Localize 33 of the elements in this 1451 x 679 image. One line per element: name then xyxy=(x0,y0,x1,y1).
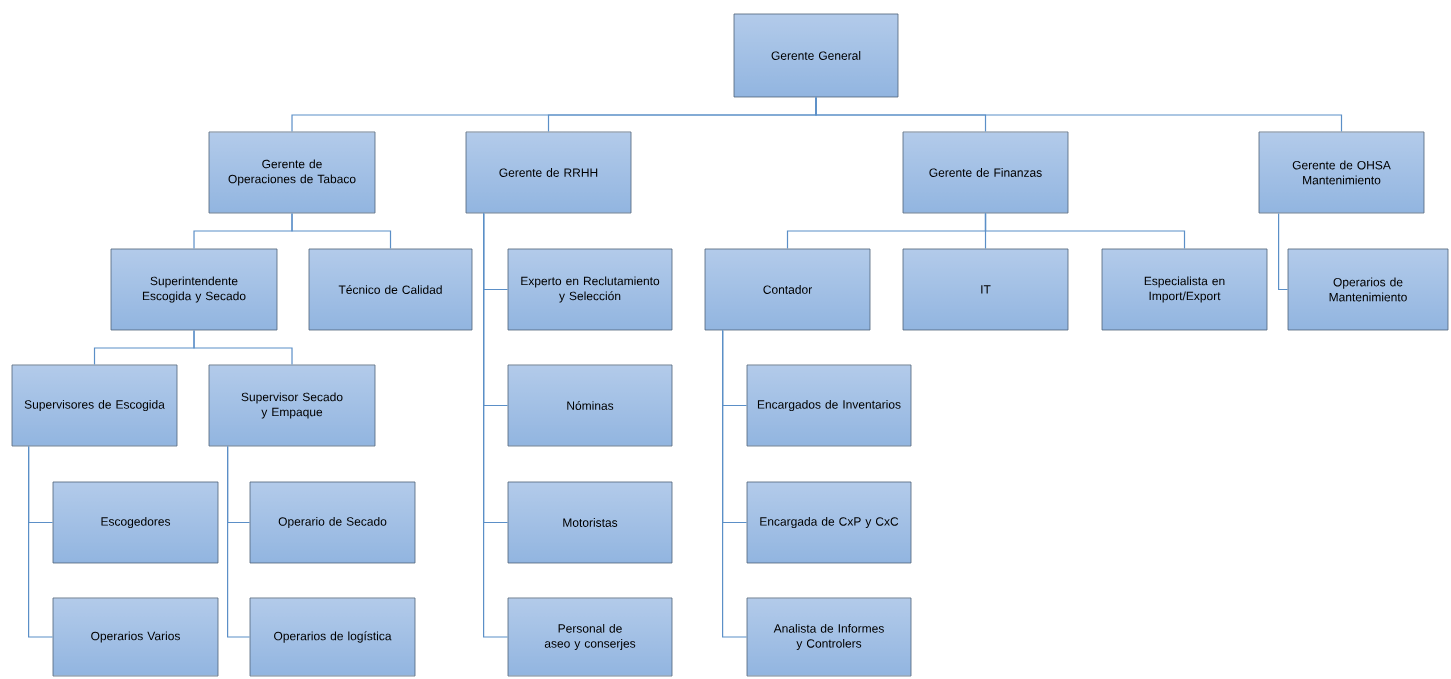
connector-line xyxy=(722,329,748,638)
connector-line xyxy=(291,212,392,250)
org-box: Gerente de Operaciones de Tabaco xyxy=(208,131,376,214)
org-box: Gerente de OHSA Mantenimiento xyxy=(1258,131,1425,214)
org-box: Encargados de Inventarios xyxy=(746,364,912,447)
org-box: Escogedores xyxy=(52,481,219,564)
connector-line xyxy=(815,96,1343,133)
connector-line xyxy=(193,329,293,366)
org-box: Nóminas xyxy=(507,364,673,447)
org-box: Gerente de RRHH xyxy=(465,131,632,214)
org-box: Personal de aseo y conserjes xyxy=(507,597,673,677)
connector-line xyxy=(1278,212,1289,291)
org-box: Operarios de logística xyxy=(249,597,416,677)
org-box: Supervisor Secado y Empaque xyxy=(208,364,376,447)
org-box: Especialista en Import/Export xyxy=(1101,248,1268,331)
org-box: Analista de Informes y Controlers xyxy=(746,597,912,677)
connector-line xyxy=(483,212,509,638)
org-box: Gerente General xyxy=(733,13,899,98)
org-box: Supervisores de Escogida xyxy=(11,364,178,447)
org-box: Técnico de Calidad xyxy=(308,248,473,331)
org-box: Operarios de Mantenimiento xyxy=(1287,248,1449,331)
org-box: Encargada de CxP y CxC xyxy=(746,481,912,564)
org-box: Experto en Reclutamiento y Selección xyxy=(507,248,673,331)
connector-line xyxy=(984,212,1186,250)
connector-line xyxy=(28,445,54,638)
org-box: Superintendente Escogida y Secado xyxy=(110,248,278,331)
org-box: Operarios Varios xyxy=(52,597,219,677)
org-box: Operario de Secado xyxy=(249,481,416,564)
org-box: IT xyxy=(902,248,1069,331)
org-box: Motoristas xyxy=(507,481,673,564)
connector-line xyxy=(227,445,251,638)
org-box: Gerente de Finanzas xyxy=(902,131,1069,214)
org-box: Contador xyxy=(704,248,871,331)
